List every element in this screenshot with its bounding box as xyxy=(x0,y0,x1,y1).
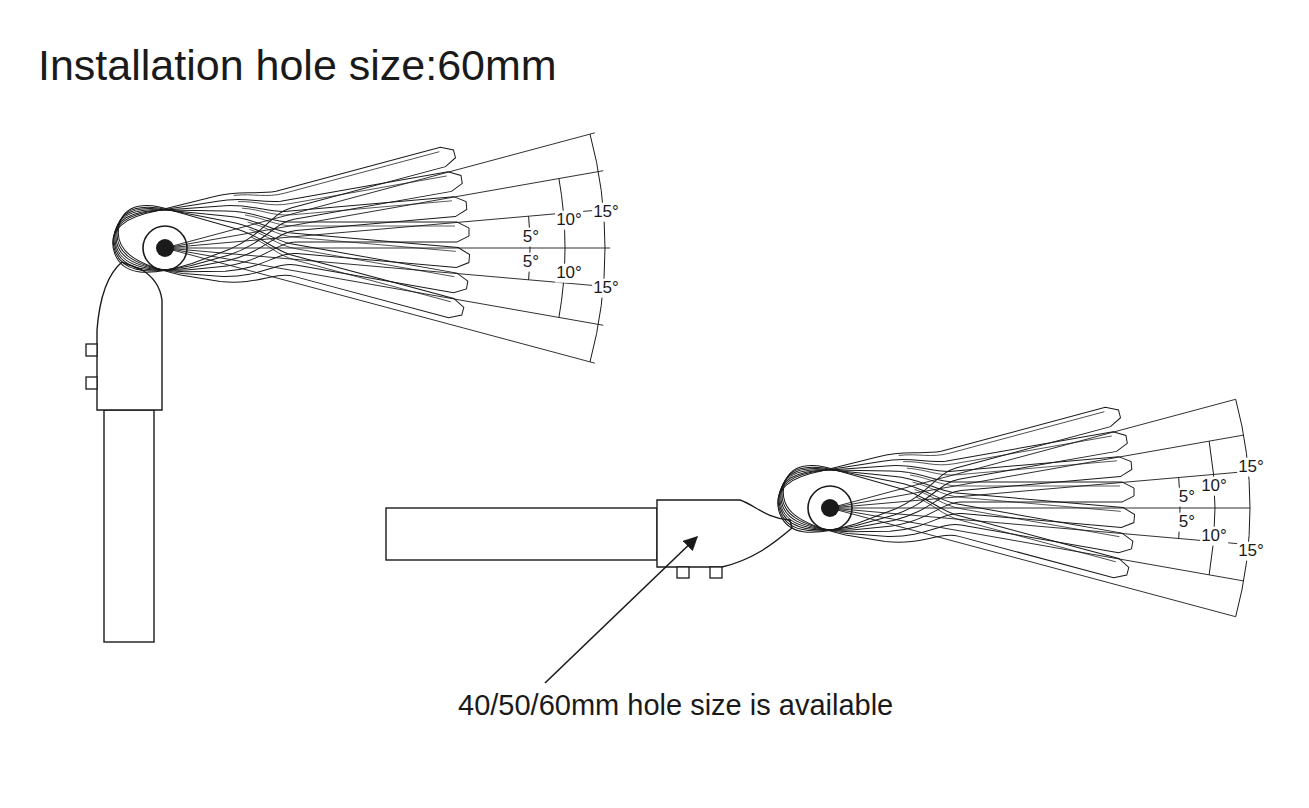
lamp-head xyxy=(109,157,468,278)
lamp-head xyxy=(774,417,1133,538)
angle-label: 15° xyxy=(1237,458,1265,477)
dimension-arc xyxy=(1236,399,1250,508)
leader-arrow xyxy=(545,537,697,683)
angle-line xyxy=(165,171,603,248)
angle-line xyxy=(830,508,1250,509)
angle-label: 10° xyxy=(1200,527,1228,546)
lamp-head xyxy=(780,470,1134,531)
angle-label: 15° xyxy=(592,279,620,298)
lamp-fan xyxy=(772,392,1250,616)
angle-label: 10° xyxy=(555,264,583,283)
angle-label: 5° xyxy=(522,253,540,272)
tilt-fans xyxy=(107,132,1250,616)
dimension-arc xyxy=(590,134,605,248)
angle-line xyxy=(830,399,1236,508)
angle-label: 15° xyxy=(592,203,620,222)
lamp-head xyxy=(107,132,465,282)
bracket-bolts xyxy=(677,567,722,578)
angle-line xyxy=(830,471,1248,508)
angle-line xyxy=(830,508,1236,617)
lamp-head xyxy=(112,183,470,274)
angle-label: 15° xyxy=(1237,542,1265,561)
lamp-head xyxy=(772,392,1130,542)
angle-label: 5° xyxy=(1178,488,1196,507)
lamp-fan xyxy=(107,132,610,363)
dimension-arc xyxy=(559,248,565,317)
callout-note: 40/50/60mm hole size is available xyxy=(458,690,893,722)
horizontal-pole xyxy=(386,508,657,560)
dimension-arc xyxy=(1236,508,1250,617)
lamp-head xyxy=(115,210,469,271)
angle-line xyxy=(165,133,595,248)
lamp-head xyxy=(777,443,1135,534)
pivot-knuckle xyxy=(808,486,852,530)
angle-label: 10° xyxy=(1200,477,1228,496)
bracket-bolts xyxy=(86,344,97,389)
angle-label: 5° xyxy=(1178,513,1196,532)
pivot-bolt xyxy=(156,239,174,257)
angle-label: 5° xyxy=(522,228,540,247)
dimension-arc xyxy=(1209,441,1215,508)
vertical-pole xyxy=(104,410,154,642)
heading: Installation hole size:60mm xyxy=(38,42,557,89)
mount-bracket xyxy=(97,262,162,410)
angle-line xyxy=(830,508,1244,581)
angle-label: 10° xyxy=(555,211,583,230)
pivot-bolt xyxy=(821,499,839,517)
dimension-arc xyxy=(590,248,605,362)
pivot-knuckle xyxy=(143,226,187,270)
